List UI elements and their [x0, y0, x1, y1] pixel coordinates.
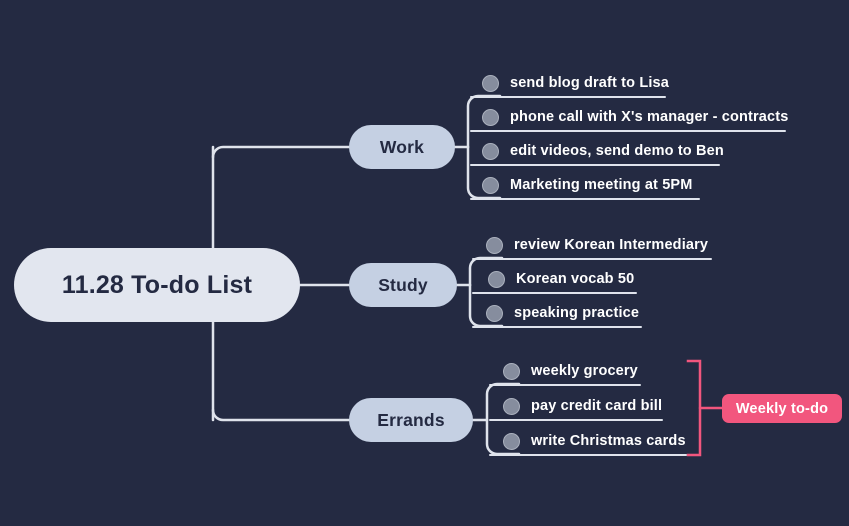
- list-item[interactable]: review Korean Intermediary: [486, 232, 708, 258]
- item-underline: [472, 292, 637, 294]
- checkbox-circle-icon[interactable]: [482, 142, 499, 160]
- checkbox-circle-icon[interactable]: [503, 397, 520, 415]
- list-item[interactable]: Korean vocab 50: [488, 266, 634, 292]
- list-item[interactable]: edit videos, send demo to Ben: [482, 138, 724, 164]
- checkbox-circle-icon[interactable]: [482, 74, 499, 92]
- list-item[interactable]: Marketing meeting at 5PM: [482, 172, 692, 198]
- checkbox-circle-icon[interactable]: [503, 362, 520, 380]
- item-underline: [470, 96, 666, 98]
- checkbox-circle-icon[interactable]: [482, 108, 499, 126]
- branch-node-label: Work: [379, 136, 425, 157]
- checkbox-circle-icon[interactable]: [482, 176, 499, 194]
- item-underline: [489, 384, 641, 386]
- list-item-label: phone call with X's manager - contracts: [510, 109, 789, 125]
- list-item-label: write Christmas cards: [531, 433, 686, 449]
- list-item[interactable]: speaking practice: [486, 300, 639, 326]
- list-item[interactable]: write Christmas cards: [503, 428, 686, 454]
- weekly-todo-badge[interactable]: Weekly to-do: [722, 394, 842, 423]
- list-item-label: pay credit card bill: [531, 398, 663, 414]
- item-underline: [470, 164, 720, 166]
- item-underline: [472, 258, 712, 260]
- branch-node-work[interactable]: Work: [349, 125, 455, 169]
- weekly-todo-badge-label: Weekly to-do: [735, 400, 829, 417]
- list-item[interactable]: pay credit card bill: [503, 393, 662, 419]
- item-underline: [470, 198, 700, 200]
- branch-node-label: Errands: [377, 409, 445, 430]
- list-item-label: Korean vocab 50: [516, 271, 635, 287]
- checkbox-circle-icon[interactable]: [488, 270, 505, 288]
- root-node[interactable]: 11.28 To-do List: [14, 248, 300, 322]
- list-item[interactable]: weekly grocery: [503, 358, 638, 384]
- list-item-label: edit videos, send demo to Ben: [510, 143, 724, 159]
- list-item-label: review Korean Intermediary: [514, 237, 709, 253]
- checkbox-circle-icon[interactable]: [503, 432, 520, 450]
- item-underline: [470, 130, 786, 132]
- list-item-label: Marketing meeting at 5PM: [510, 177, 693, 193]
- item-underline: [489, 454, 687, 456]
- branch-node-errands[interactable]: Errands: [349, 398, 473, 442]
- list-item[interactable]: phone call with X's manager - contracts: [482, 104, 788, 130]
- root-node-label: 11.28 To-do List: [61, 270, 253, 299]
- item-underline: [489, 419, 663, 421]
- list-item-label: weekly grocery: [531, 363, 638, 379]
- list-item[interactable]: send blog draft to Lisa: [482, 70, 669, 96]
- list-item-label: send blog draft to Lisa: [510, 75, 669, 91]
- branch-node-label: Study: [378, 274, 428, 295]
- checkbox-circle-icon[interactable]: [486, 304, 503, 322]
- item-underline: [472, 326, 642, 328]
- list-item-label: speaking practice: [514, 305, 640, 321]
- branch-node-study[interactable]: Study: [349, 263, 457, 307]
- checkbox-circle-icon[interactable]: [486, 236, 503, 254]
